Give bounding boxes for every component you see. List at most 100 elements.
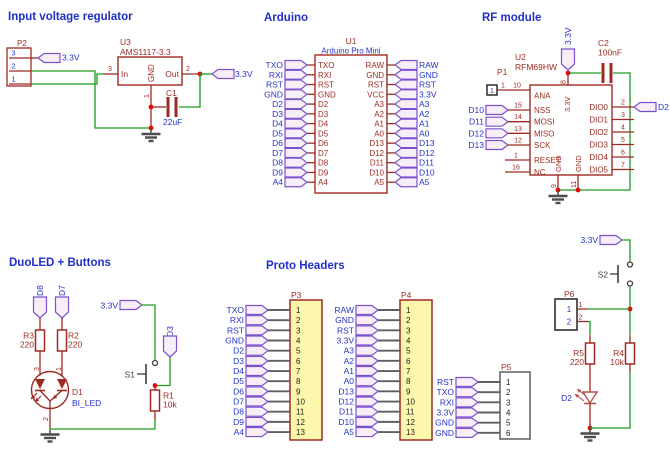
- flag-d3[interactable]: [284, 108, 308, 119]
- flag-a4[interactable]: [245, 426, 269, 438]
- flag-rst[interactable]: [284, 79, 308, 90]
- net-wire[interactable]: [142, 304, 156, 361]
- flag-3v3[interactable]: [599, 234, 623, 246]
- flag-d12[interactable]: [485, 128, 509, 139]
- net-wire[interactable]: [31, 73, 103, 85]
- flag-3v3[interactable]: [37, 52, 61, 64]
- flag-d11[interactable]: [355, 406, 379, 417]
- flag-a3[interactable]: [394, 98, 418, 110]
- flag-d8[interactable]: [245, 406, 269, 417]
- flag-d10[interactable]: [394, 167, 418, 178]
- flag-d10[interactable]: [355, 416, 379, 427]
- flag-gnd[interactable]: [284, 89, 308, 100]
- flag-d10[interactable]: [485, 104, 509, 116]
- flag-raw[interactable]: [355, 304, 379, 316]
- flag-d9[interactable]: [245, 416, 269, 427]
- flag-3v3[interactable]: [211, 68, 235, 80]
- flag-a0[interactable]: [394, 128, 418, 139]
- flag-a4[interactable]: [284, 177, 308, 188]
- r1-resistor[interactable]: [149, 389, 161, 412]
- flag-d2[interactable]: [284, 98, 308, 110]
- r5-resistor[interactable]: [584, 342, 596, 365]
- flag-rst[interactable]: [355, 325, 379, 336]
- flag-rxi[interactable]: [245, 315, 269, 326]
- flag-d7[interactable]: [54, 296, 70, 319]
- p5-header[interactable]: [499, 371, 531, 440]
- flag-d6[interactable]: [245, 386, 269, 397]
- flag-3.3v[interactable]: [394, 89, 418, 100]
- flag-d11[interactable]: [485, 116, 509, 127]
- u2-ic[interactable]: [529, 84, 613, 176]
- c2-capacitor[interactable]: [601, 63, 605, 83]
- p3-header[interactable]: [289, 299, 323, 441]
- flag-d7[interactable]: [245, 396, 269, 407]
- flag-a1[interactable]: [393, 118, 418, 129]
- flag-a2[interactable]: [355, 355, 379, 366]
- flag-d11[interactable]: [394, 157, 418, 168]
- flag-d4[interactable]: [245, 365, 269, 377]
- flag-rxi[interactable]: [284, 69, 308, 80]
- flag-d8[interactable]: [284, 157, 308, 168]
- net-wire[interactable]: [31, 70, 151, 129]
- flag-3v3[interactable]: [560, 48, 576, 71]
- flag-a2[interactable]: [394, 108, 418, 119]
- flag-a3[interactable]: [355, 345, 379, 356]
- flag-d13[interactable]: [355, 386, 379, 397]
- flag-gnd[interactable]: [455, 417, 479, 428]
- flag-txo[interactable]: [455, 387, 479, 398]
- net-wire[interactable]: [179, 74, 201, 108]
- flag-d9[interactable]: [284, 167, 308, 178]
- p2-connector[interactable]: [6, 47, 32, 87]
- flag-rst[interactable]: [394, 79, 418, 90]
- c1-capacitor[interactable]: [166, 97, 170, 117]
- flag-d3[interactable]: [245, 355, 269, 366]
- net-wire[interactable]: [590, 372, 631, 429]
- flag-d4[interactable]: [284, 118, 309, 129]
- flag-d8[interactable]: [32, 296, 48, 319]
- flag-rst[interactable]: [455, 376, 479, 388]
- flag-d5[interactable]: [284, 128, 308, 139]
- flag-d3[interactable]: [162, 335, 178, 358]
- flag-a5[interactable]: [394, 177, 418, 188]
- r4-resistor[interactable]: [624, 342, 636, 365]
- c1-capacitor[interactable]: [174, 97, 178, 117]
- flag-gnd[interactable]: [394, 69, 418, 80]
- flag-d13[interactable]: [485, 139, 509, 151]
- flag-rxi[interactable]: [455, 397, 479, 408]
- flag-d12[interactable]: [394, 147, 418, 159]
- s1-contact[interactable]: [151, 359, 159, 367]
- r3-resistor[interactable]: [34, 329, 46, 352]
- net-wire[interactable]: [155, 357, 171, 387]
- s2-contact[interactable]: [626, 280, 634, 287]
- flag-a5[interactable]: [355, 426, 379, 438]
- flag-a1[interactable]: [355, 365, 379, 377]
- c2-capacitor[interactable]: [609, 63, 613, 83]
- flag-gnd[interactable]: [355, 315, 379, 326]
- flag-txo[interactable]: [284, 59, 308, 71]
- flag-d2[interactable]: [633, 101, 657, 113]
- flag-3v3[interactable]: [119, 299, 143, 311]
- d2-led[interactable]: [581, 391, 599, 405]
- flag-d6[interactable]: [284, 138, 308, 149]
- p6-connector[interactable]: [554, 298, 578, 331]
- flag-3.3v[interactable]: [355, 335, 379, 346]
- flag-3.3v[interactable]: [455, 407, 479, 418]
- flag-raw[interactable]: [394, 59, 418, 71]
- flag-txo[interactable]: [245, 304, 269, 316]
- flag-rst[interactable]: [245, 325, 269, 336]
- net-wire[interactable]: [588, 320, 591, 336]
- u1-ic[interactable]: [314, 54, 388, 194]
- flag-d13[interactable]: [394, 138, 418, 149]
- flag-d12[interactable]: [355, 396, 379, 407]
- flag-gnd[interactable]: [455, 427, 479, 438]
- flag-a0[interactable]: [355, 376, 379, 387]
- s2-contact[interactable]: [626, 261, 634, 268]
- flag-d7[interactable]: [284, 147, 308, 159]
- r2-resistor[interactable]: [56, 329, 68, 352]
- p4-header[interactable]: [399, 299, 433, 441]
- flag-d5[interactable]: [245, 376, 269, 387]
- flag-gnd[interactable]: [245, 335, 269, 346]
- net-wire[interactable]: [622, 239, 631, 262]
- flag-d2[interactable]: [245, 345, 269, 356]
